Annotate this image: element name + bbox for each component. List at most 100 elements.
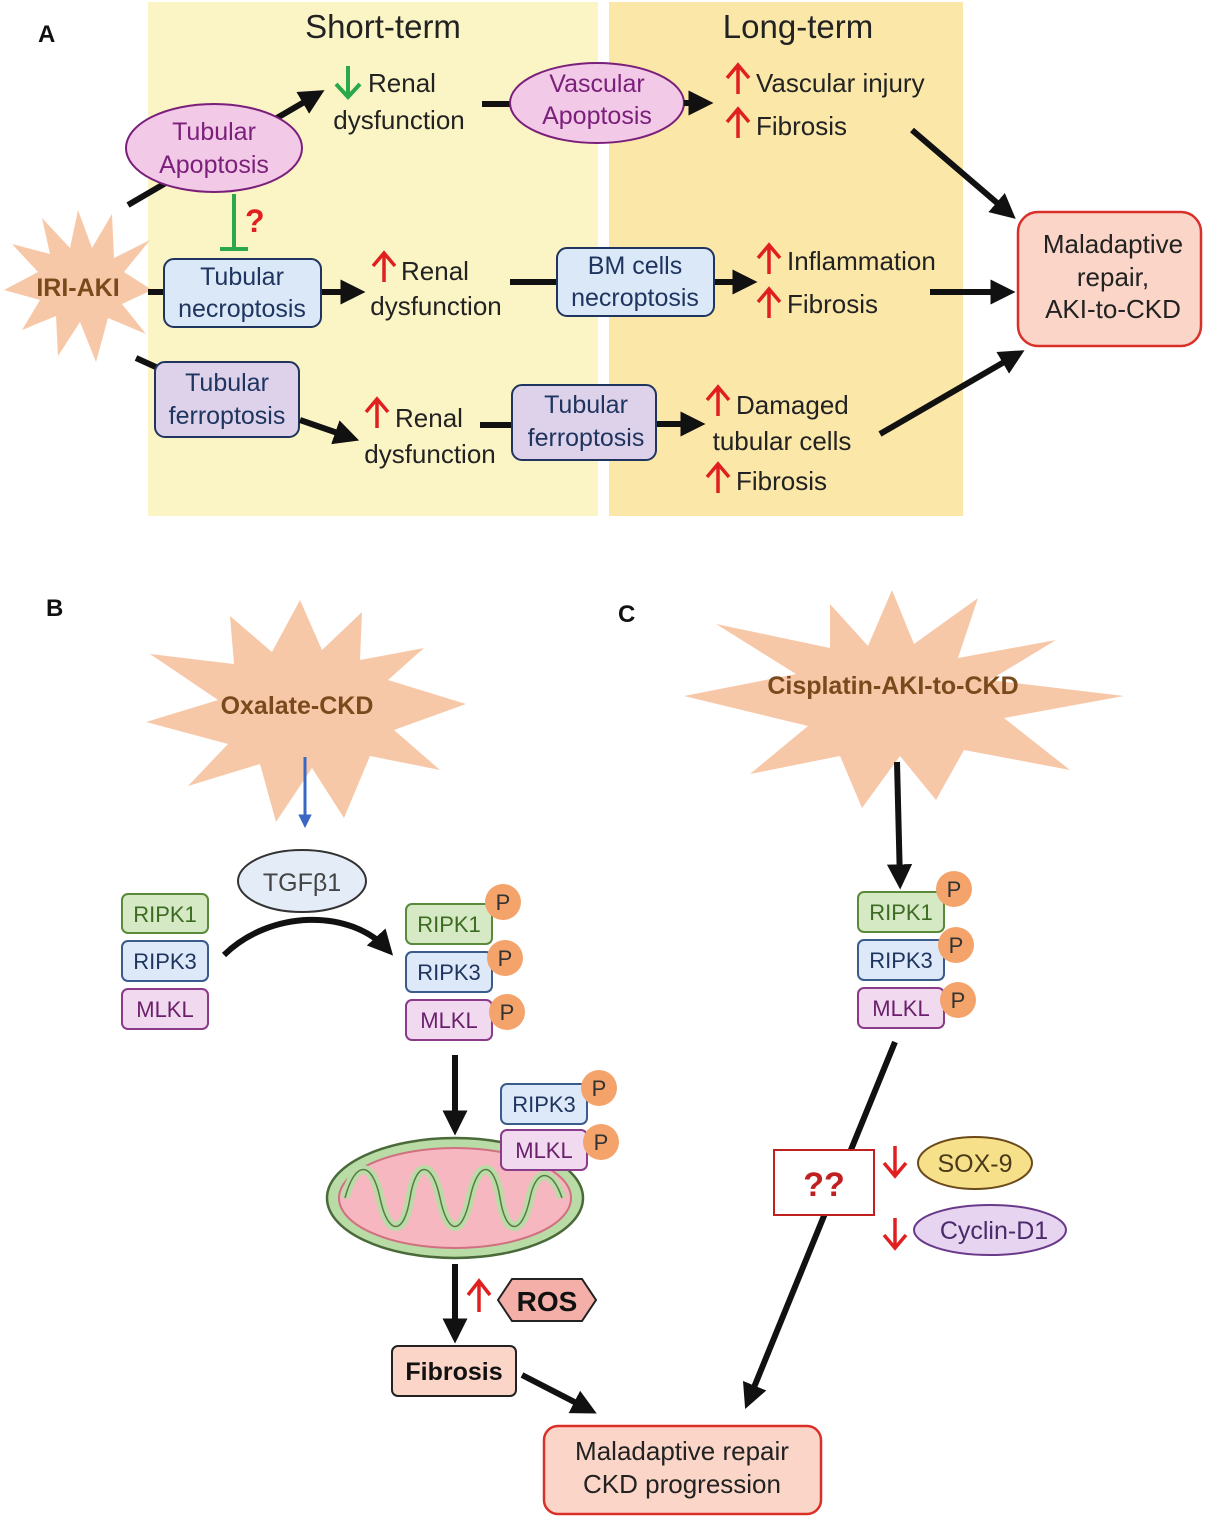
b-ripk1-label: RIPK1 <box>133 902 197 927</box>
up-arrow-renal-3 <box>364 396 390 428</box>
c-phospho-3-label: P <box>951 988 966 1013</box>
maladaptive-line1: Maladaptive <box>1043 229 1183 259</box>
arrow-ferroptosis-to-renal <box>299 417 360 445</box>
tubular-ferroptosis-2-line2: ferroptosis <box>528 424 645 452</box>
panel-a-label: A <box>38 21 55 48</box>
iri-aki-burst <box>4 210 152 362</box>
final-line1: Maladaptive repair <box>575 1436 789 1466</box>
b-mlkl-p-label: MLKL <box>420 1008 477 1033</box>
up-arrow-vascular-injury <box>725 62 751 94</box>
tubular-necroptosis-line2: necroptosis <box>178 295 306 323</box>
cisplatin-burst <box>684 590 1124 808</box>
b-ripk3-label: RIPK3 <box>133 949 197 974</box>
tubular-ferroptosis-node-2 <box>511 384 657 461</box>
tubular-ferroptosis-1-line2: ferroptosis <box>169 402 286 430</box>
b-phospho-2 <box>487 940 523 976</box>
inhibition-bar <box>220 194 248 251</box>
damaged-line2: tubular cells <box>713 426 852 456</box>
up-arrow-fibrosis-2 <box>756 286 782 318</box>
tubular-ferroptosis-2-line1: Tubular <box>544 391 628 419</box>
c-ripk1-label: RIPK1 <box>869 900 933 925</box>
b-phospho-1-label: P <box>496 890 511 915</box>
b-phospho-3-label: P <box>500 1000 515 1025</box>
renal-1-line1: Renal <box>368 68 436 98</box>
tubular-apoptosis-line2: Apoptosis <box>159 151 269 179</box>
renal-2-line1: Renal <box>401 256 469 286</box>
b-ripk3-box <box>121 940 209 982</box>
up-arrow-damaged <box>705 384 731 416</box>
oxalate-label: Oxalate-CKD <box>221 692 374 720</box>
b-phospho-3 <box>489 994 525 1030</box>
question-mark: ? <box>245 203 265 239</box>
tubular-ferroptosis-node-1 <box>154 361 300 438</box>
c-phospho-1 <box>936 871 972 907</box>
b-fibrosis-label: Fibrosis <box>405 1358 502 1386</box>
b-phospho-4-label: P <box>592 1076 607 1101</box>
oxalate-burst <box>146 600 466 822</box>
bm-necroptosis-line1: BM cells <box>588 252 682 280</box>
tubular-ferroptosis-1-line1: Tubular <box>185 369 269 397</box>
renal-2-line2: dysfunction <box>370 291 502 321</box>
panel-b-label: B <box>46 595 63 622</box>
b-ripk3-mito-box <box>500 1083 588 1125</box>
panel-c-label: C <box>618 601 635 628</box>
long-term-heading: Long-term <box>723 8 873 45</box>
b-phospho-1 <box>485 884 521 920</box>
tgf-beta1-node <box>237 849 367 913</box>
iri-aki-label: IRI-AKI <box>36 274 119 302</box>
sox9-node <box>917 1136 1033 1190</box>
bm-necroptosis-line2: necroptosis <box>571 284 699 312</box>
b-ripk3-mito-label: RIPK3 <box>512 1092 576 1117</box>
renal-3-line1: Renal <box>395 403 463 433</box>
b-ripk1-p-label: RIPK1 <box>417 912 481 937</box>
vascular-apoptosis-line1: Vascular <box>549 70 644 98</box>
c-phospho-2 <box>938 927 974 963</box>
b-mlkl-box <box>121 988 209 1030</box>
fibrosis-3-label: Fibrosis <box>736 466 827 496</box>
fibrosis-2-label: Fibrosis <box>787 289 878 319</box>
cyclin-d1-label: Cyclin-D1 <box>940 1217 1048 1245</box>
unknown-mechanism-box <box>773 1149 875 1216</box>
arrow-row3-to-maladaptive <box>878 350 1025 437</box>
final-line2: CKD progression <box>583 1469 781 1499</box>
ros-label: ROS <box>517 1286 578 1317</box>
final-maladaptive-box <box>542 1424 823 1516</box>
b-fibrosis-box <box>391 1345 517 1397</box>
sox9-label: SOX-9 <box>937 1150 1012 1178</box>
c-mlkl-label: MLKL <box>872 996 929 1021</box>
arrow-row1-to-maladaptive <box>910 127 1016 219</box>
fibrosis-1-label: Fibrosis <box>756 111 847 141</box>
bm-necroptosis-node <box>556 247 715 317</box>
tgf-beta1-label: TGFβ1 <box>263 869 341 897</box>
renal-1-line2: dysfunction <box>333 105 465 135</box>
b-phospho-2-label: P <box>498 946 513 971</box>
b-ripk3-p-label: RIPK3 <box>417 960 481 985</box>
c-phospho-3 <box>940 982 976 1018</box>
maladaptive-line2: repair, <box>1077 262 1149 292</box>
b-mlkl-mito-label: MLKL <box>515 1138 572 1163</box>
line-iri-to-ferroptosis <box>134 355 160 371</box>
curved-arrow-phosphorylation <box>221 916 394 958</box>
vascular-apoptosis-line2: Apoptosis <box>542 102 652 130</box>
c-phospho-2-label: P <box>949 933 964 958</box>
up-arrow-fibrosis-3 <box>705 461 731 493</box>
arrow-fibrosis-to-final <box>520 1372 597 1414</box>
b-ripk3-p-box <box>405 951 493 993</box>
b-mlkl-label: MLKL <box>136 997 193 1022</box>
b-phospho-5 <box>583 1124 619 1160</box>
unknown-mechanism-label: ?? <box>803 1166 845 1204</box>
c-phospho-1-label: P <box>947 877 962 902</box>
vascular-injury-label: Vascular injury <box>756 68 925 98</box>
ros-hexagon <box>496 1278 598 1322</box>
b-phospho-5-label: P <box>594 1130 609 1155</box>
b-phospho-4 <box>581 1070 617 1106</box>
short-term-heading: Short-term <box>305 8 461 45</box>
renal-3-line2: dysfunction <box>364 439 496 469</box>
c-ripk3-label: RIPK3 <box>869 948 933 973</box>
tubular-apoptosis-line1: Tubular <box>172 118 256 146</box>
arrow-stack-to-final <box>743 1040 898 1409</box>
tubular-necroptosis-line1: Tubular <box>200 263 284 291</box>
down-arrow-cyclin <box>882 1218 908 1251</box>
damaged-line1: Damaged <box>736 390 849 420</box>
